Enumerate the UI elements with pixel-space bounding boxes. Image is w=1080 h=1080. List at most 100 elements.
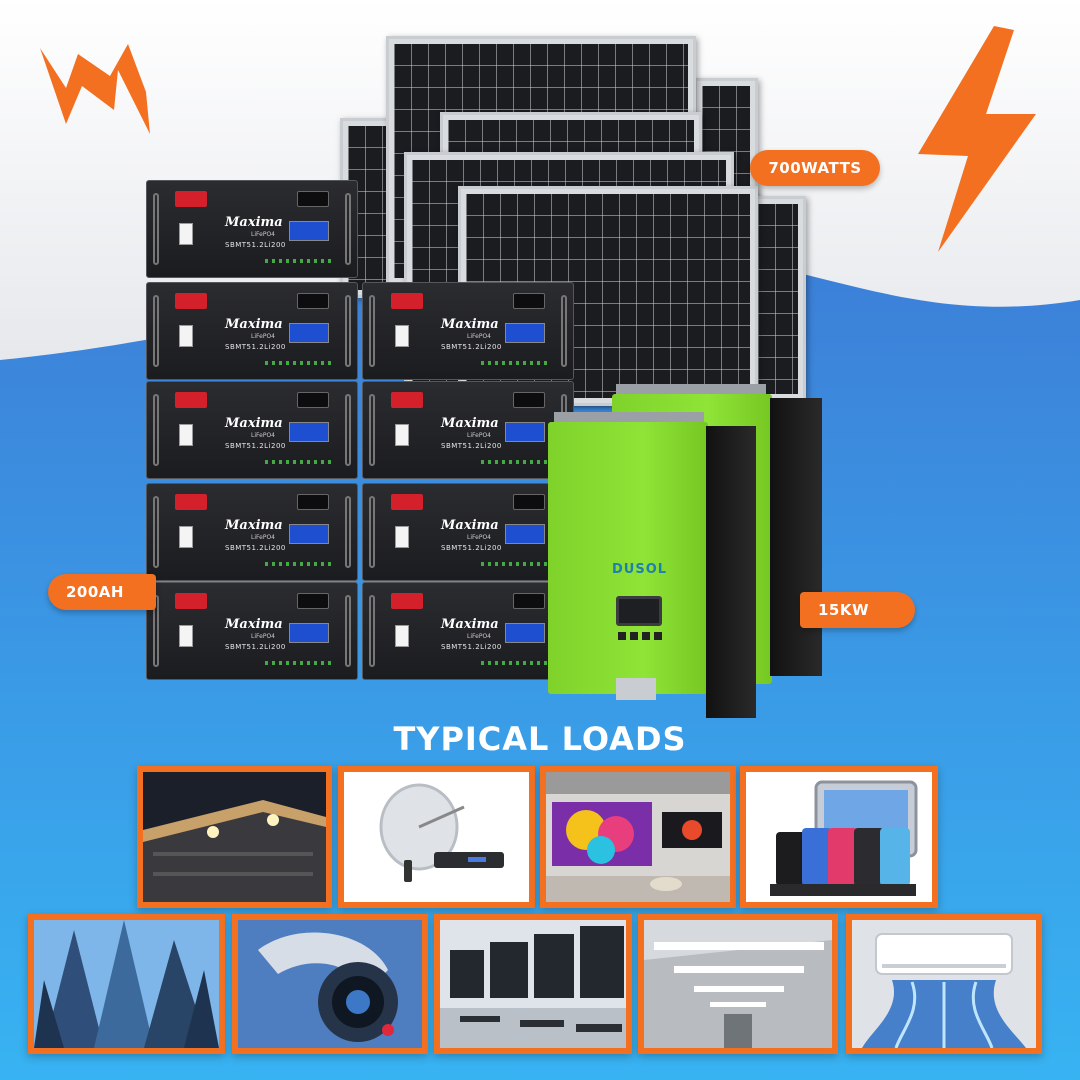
negative-terminal (513, 392, 545, 408)
battery-brand: Maxima (441, 317, 499, 332)
computer-monitors-icon (440, 920, 626, 1048)
breaker-switch (179, 325, 193, 347)
battery-model: SBMT51.2Li200 (441, 544, 502, 552)
battery-model: SBMT51.2Li200 (441, 643, 502, 651)
satellite-dish-icon (344, 772, 529, 902)
battery-status-leds (481, 562, 551, 566)
battery-chemistry: LiFePO4 (467, 333, 491, 340)
battery-status-leds (265, 661, 335, 665)
breaker-switch (395, 424, 409, 446)
load-tile-air-conditioner (846, 914, 1042, 1054)
battery-display (289, 323, 329, 343)
battery-chemistry: LiFePO4 (251, 231, 275, 238)
positive-terminal (391, 293, 423, 309)
battery-brand: Maxima (441, 518, 499, 533)
battery-display (289, 623, 329, 643)
battery-brand: Maxima (441, 416, 499, 431)
battery-model: SBMT51.2Li200 (441, 343, 502, 351)
battery-display (505, 422, 545, 442)
positive-terminal (175, 293, 207, 309)
positive-terminal (391, 494, 423, 510)
battery-brand: Maxima (225, 617, 283, 632)
battery-brand: Maxima (225, 518, 283, 533)
negative-terminal (513, 593, 545, 609)
load-tile-satellite (338, 766, 535, 908)
device-charging-icon (746, 772, 932, 902)
breaker-switch (395, 625, 409, 647)
battery-model: SBMT51.2Li200 (225, 643, 286, 651)
battery-status-leds (481, 661, 551, 665)
battery-chemistry: LiFePO4 (251, 333, 275, 340)
air-conditioner-icon (852, 920, 1036, 1048)
lightning-bolt-right-icon (918, 26, 1036, 252)
battery-brand: Maxima (225, 416, 283, 431)
battery-capacity-badge: 200AH (48, 574, 156, 610)
load-tile-television (540, 766, 736, 908)
inverter-front: DUSOL (548, 412, 762, 718)
office-building-icon (34, 920, 219, 1048)
television-icon (546, 772, 730, 902)
negative-terminal (513, 293, 545, 309)
breaker-switch (395, 325, 409, 347)
inverter-display (616, 596, 662, 626)
breaker-switch (179, 424, 193, 446)
battery-brand: Maxima (225, 215, 283, 230)
battery-chemistry: LiFePO4 (251, 633, 275, 640)
negative-terminal (297, 392, 329, 408)
positive-terminal (175, 392, 207, 408)
battery-chemistry: LiFePO4 (251, 432, 275, 439)
inverter-terminal-box (616, 678, 656, 700)
inverter-buttons (618, 632, 664, 640)
battery-status-leds (481, 460, 551, 464)
negative-terminal (297, 494, 329, 510)
battery-chemistry: LiFePO4 (467, 534, 491, 541)
inverter-brand-logo: DUSOL (612, 562, 668, 577)
negative-terminal (297, 191, 329, 207)
battery-chemistry: LiFePO4 (467, 633, 491, 640)
solar-panel (750, 196, 806, 402)
load-tile-office-building (28, 914, 225, 1054)
battery-status-leds (481, 361, 551, 365)
breaker-switch (179, 526, 193, 548)
positive-terminal (391, 392, 423, 408)
load-tile-computers (434, 914, 632, 1054)
load-tile-device-charging (740, 766, 938, 908)
battery-display (289, 524, 329, 544)
breaker-switch (179, 223, 193, 245)
typical-loads-heading: TYPICAL LOADS (393, 720, 687, 758)
battery-status-leds (265, 562, 335, 566)
battery-status-leds (265, 460, 335, 464)
battery-display (289, 422, 329, 442)
battery-brand: Maxima (441, 617, 499, 632)
solar-capacity-badge: 700WATTS (750, 150, 880, 186)
security-camera-icon (238, 920, 422, 1048)
battery-display (505, 524, 545, 544)
battery-display (505, 323, 545, 343)
battery-model: SBMT51.2Li200 (225, 241, 286, 249)
battery-model: SBMT51.2Li200 (225, 343, 286, 351)
positive-terminal (175, 191, 207, 207)
negative-terminal (297, 293, 329, 309)
lightning-bolt-left-icon (40, 44, 150, 134)
battery-model: SBMT51.2Li200 (441, 442, 502, 450)
battery-model: SBMT51.2Li200 (225, 442, 286, 450)
battery-status-leds (265, 361, 335, 365)
battery-brand: Maxima (225, 317, 283, 332)
positive-terminal (175, 494, 207, 510)
battery-display (505, 623, 545, 643)
breaker-switch (395, 526, 409, 548)
battery-chemistry: LiFePO4 (251, 534, 275, 541)
positive-terminal (175, 593, 207, 609)
inverter-power-badge: 15KW (800, 592, 915, 628)
battery-display (289, 221, 329, 241)
battery-chemistry: LiFePO4 (467, 432, 491, 439)
battery-model: SBMT51.2Li200 (225, 544, 286, 552)
